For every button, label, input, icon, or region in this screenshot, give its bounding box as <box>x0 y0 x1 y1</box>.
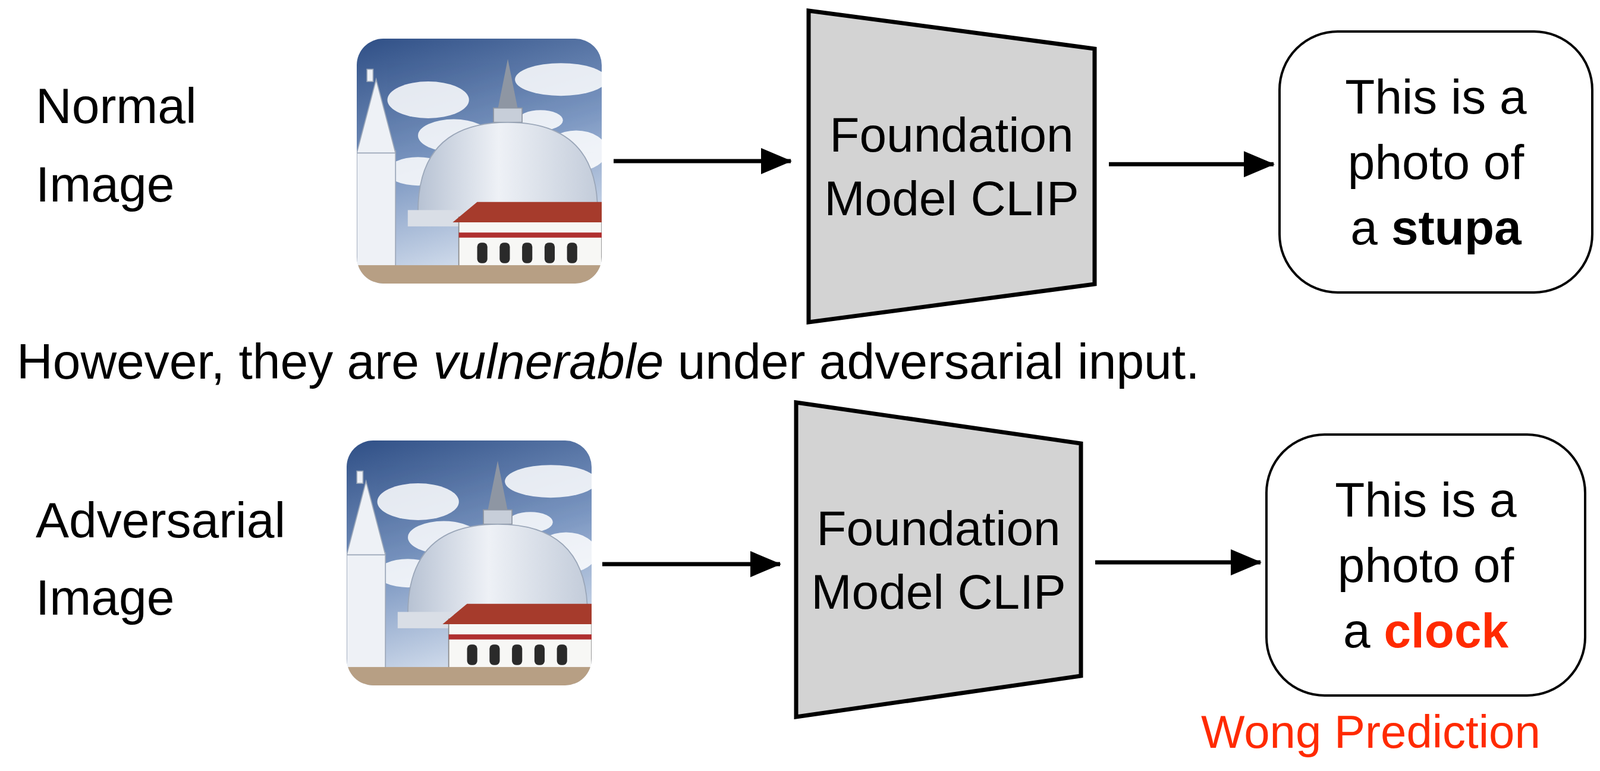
model-trapezoid: Foundation Model CLIP <box>793 400 1084 720</box>
output-box: This is a photo of astupa <box>1278 30 1594 294</box>
output-box: This is a photo of aclock <box>1265 433 1587 697</box>
caption-sentence: However, they arevulnerableunder adversa… <box>16 331 1200 392</box>
model-trapezoid: Foundation Model CLIP <box>806 8 1097 325</box>
stupa-photo <box>356 38 608 284</box>
sentence-part: However, they are <box>16 333 420 390</box>
output-arrow <box>1108 162 1274 167</box>
output-arrow <box>1095 560 1261 565</box>
sentence-part: under adversarial input. <box>677 333 1200 390</box>
output-text: This is a photo of astupa <box>1325 64 1546 261</box>
input-arrow <box>613 159 791 164</box>
model-name: Foundation Model CLIP <box>808 496 1070 624</box>
error-note: Wong Prediction <box>1201 704 1541 760</box>
input-arrow <box>602 562 781 567</box>
stupa-photo-adversarial <box>346 440 597 686</box>
model-name: Foundation Model CLIP <box>821 102 1083 231</box>
trapezoid-outline <box>793 400 1084 720</box>
output-text: This is a photo of aclock <box>1315 467 1536 664</box>
predicted-class: clock <box>1383 603 1509 658</box>
predicted-class: stupa <box>1391 200 1522 255</box>
emphasis-word: vulnerable <box>433 333 665 390</box>
trapezoid-outline <box>806 8 1097 325</box>
row-label: Adversarial Image <box>35 481 310 637</box>
row-label: Normal Image <box>35 66 298 224</box>
